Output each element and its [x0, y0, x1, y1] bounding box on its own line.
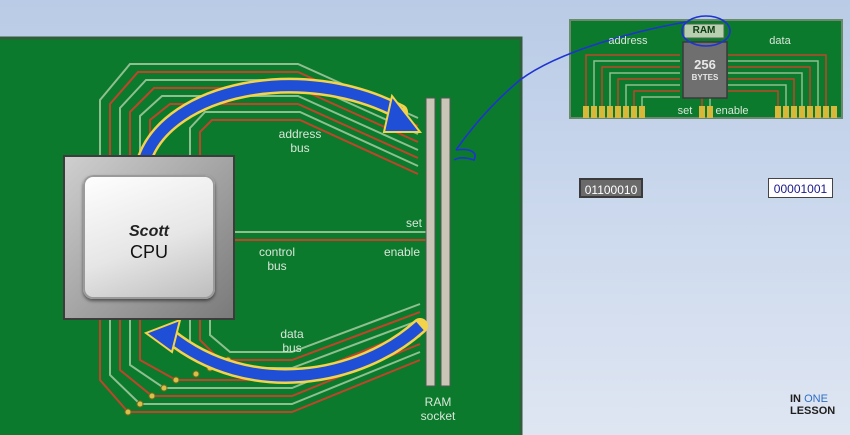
register-right-value: 00001001 — [768, 178, 833, 198]
cpu-name: Scott — [129, 223, 169, 240]
ram-socket-label: RAM socket — [420, 395, 456, 423]
ram-capacity-value: 256 — [694, 57, 716, 72]
logo-word-in: IN — [790, 393, 801, 405]
cpu-die: Scott CPU — [83, 175, 215, 299]
control-bus-traces — [235, 231, 428, 241]
ram-gold-contacts — [583, 106, 837, 118]
ram-data-label: data — [769, 35, 791, 47]
ram-enable-label: enable — [715, 105, 749, 117]
logo-word-lesson: LESSON — [790, 405, 836, 417]
hand-drawn-annotation — [453, 15, 731, 161]
ram-set-label: set — [677, 105, 693, 117]
address-bus-label: address bus — [278, 127, 322, 155]
control-bus-label: control bus — [258, 245, 296, 273]
in-one-lesson-logo: IN ONE LESSON — [790, 393, 850, 417]
address-arrow-head — [382, 93, 423, 133]
register-left-value: 01100010 — [579, 178, 643, 198]
set-label: set — [405, 216, 422, 230]
data-bus-label: data bus — [280, 327, 304, 355]
ram-socket — [425, 97, 451, 387]
cpu-chip: Scott CPU — [63, 155, 235, 320]
ram-module — [569, 19, 843, 119]
logo-word-one: ONE — [804, 393, 828, 405]
cpu-label: CPU — [129, 242, 168, 262]
data-arrow-head — [143, 318, 182, 354]
ram-address-label: address — [608, 35, 648, 47]
ram-tag: RAM — [692, 25, 716, 36]
enable-label: enable — [383, 245, 420, 259]
ram-capacity-unit: BYTES — [691, 73, 719, 82]
